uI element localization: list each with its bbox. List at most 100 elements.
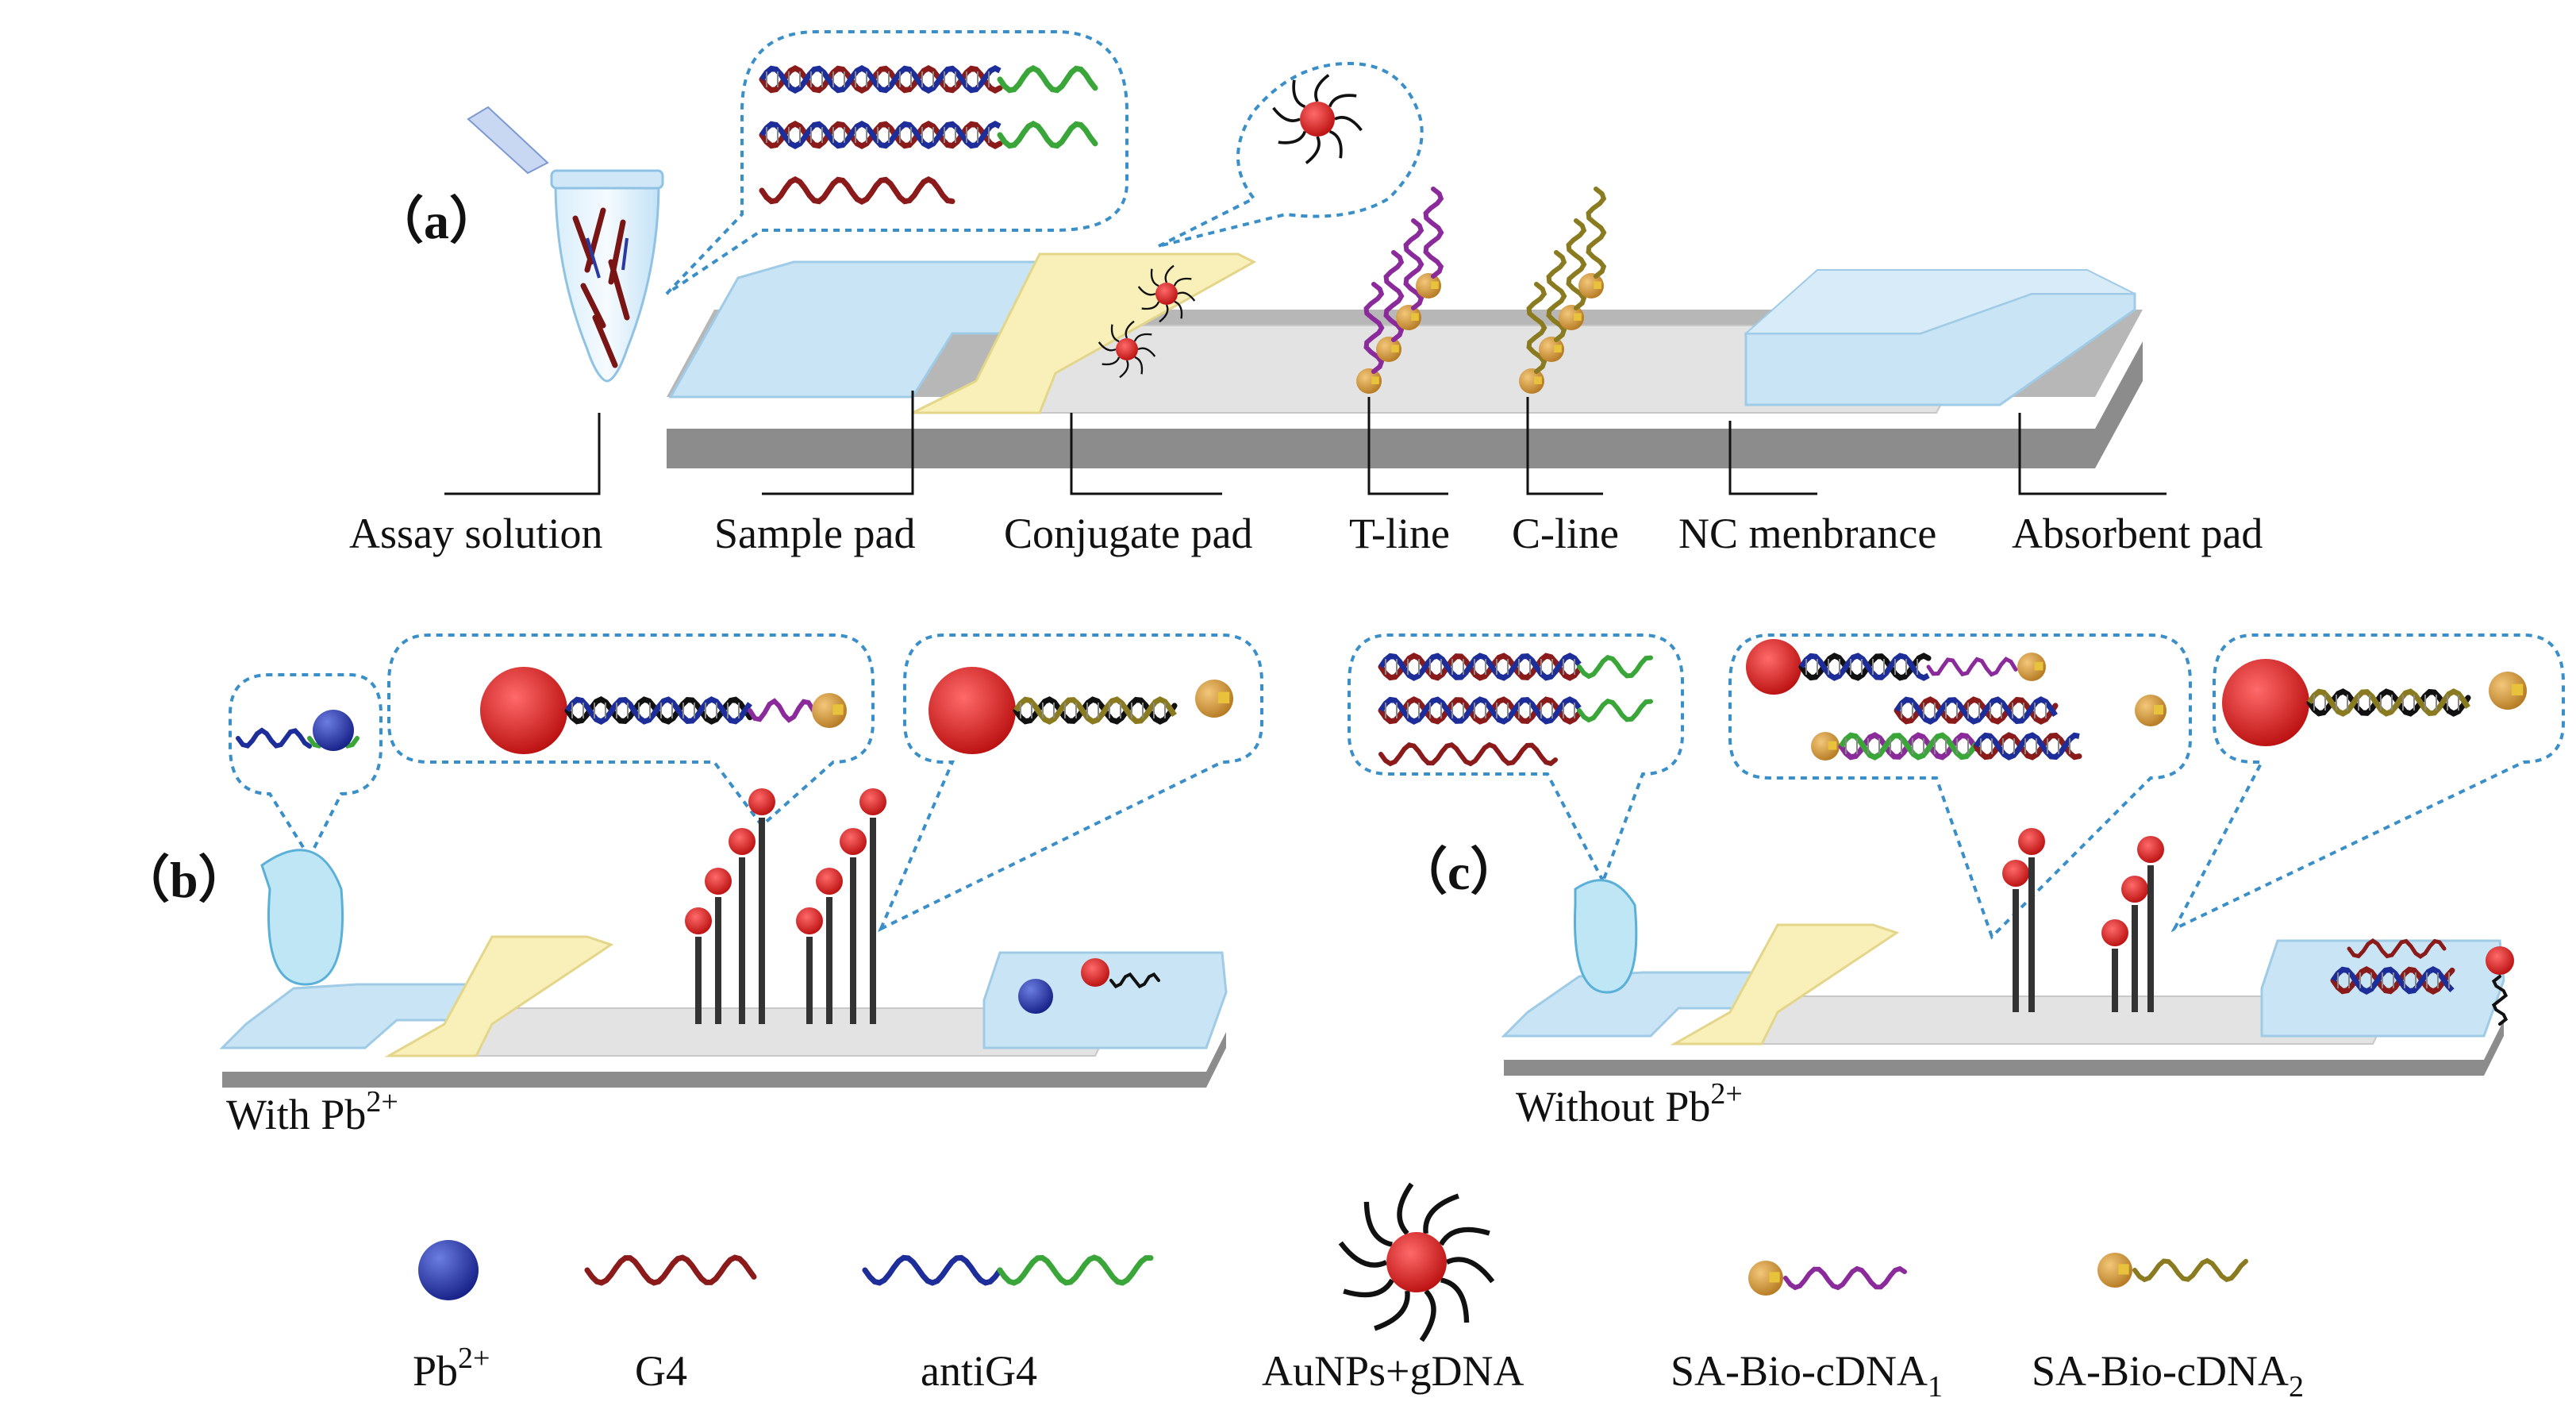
b2-purple	[748, 698, 816, 723]
callout-green-1	[997, 65, 1098, 94]
legend: Pb2+ G4 antiG4 AuNPs+gDNA SA-Bio-cDNA1 S…	[413, 1240, 2304, 1404]
conjugate-aunp-2-leg	[1110, 324, 1120, 343]
conjugate-aunp-2	[1116, 338, 1138, 360]
label-nc-membrane: NC menbrance	[1678, 510, 1936, 557]
c2-sa-3	[1811, 732, 1840, 761]
c-abs-duplex-b	[2331, 966, 2455, 995]
b-cline-aunp	[859, 788, 886, 815]
callout-c1	[1348, 633, 1684, 885]
c-droplet	[1574, 879, 1638, 994]
b-cline-aunp	[796, 907, 823, 934]
aunp-icon-leg	[1363, 1201, 1394, 1247]
t-line-sa	[1356, 368, 1382, 394]
c-line-sa-bio	[1594, 281, 1601, 289]
t-line-probe	[1403, 218, 1424, 310]
c-abs-duplex-a	[2330, 966, 2455, 995]
cdna2-sa-icon-bio	[2118, 1264, 2129, 1275]
callout-green-2	[997, 121, 1098, 149]
cdna1-sa-icon-bio	[1769, 1272, 1780, 1283]
panel-a-label: （a）	[373, 193, 500, 249]
cdna1-icon	[1783, 1265, 1907, 1291]
t-line-probe	[1423, 187, 1444, 279]
conjugate-aunp-1-leg	[1137, 286, 1156, 296]
c-abs-strand	[2491, 975, 2509, 1026]
c2-sa-3-bio	[1828, 741, 1837, 750]
callout-c2	[1728, 633, 2192, 940]
b-tline-aunp	[705, 868, 732, 895]
c1-duplex-2-a	[1378, 696, 1582, 725]
conjugate-aunp-1-leg	[1173, 277, 1192, 287]
aunp-icon-leg	[1438, 1227, 1490, 1246]
caption-without-pb: Without Pb2+	[1516, 1077, 1743, 1130]
label-conjugate-pad: Conjugate pad	[1004, 510, 1252, 557]
c1-duplex-1-b	[1378, 653, 1582, 681]
label-assay-solution: Assay solution	[349, 510, 603, 557]
callout-b3	[878, 633, 1263, 933]
c-cline-aunp	[2137, 836, 2164, 863]
c2-sa-2	[2135, 695, 2167, 726]
conjugate-aunp-1-leg	[1141, 301, 1160, 310]
antig4-icon-blue	[862, 1254, 1003, 1286]
conjugate-aunp-1-leg	[1159, 304, 1169, 323]
c-line-sa-bio	[1574, 313, 1582, 321]
aunp-icon-leg	[1445, 1257, 1495, 1284]
c-line-probe	[1546, 250, 1567, 342]
conjugate-aunp-2-leg	[1098, 341, 1117, 352]
panel-a: （a） Assay solution Sample pad Conjugate …	[349, 30, 2263, 557]
aunp-icon-leg	[1440, 1277, 1470, 1323]
c-abs-aunp	[2486, 946, 2514, 975]
conjugate-aunp-2-leg	[1119, 360, 1129, 379]
b2-sa-bio	[832, 704, 844, 715]
c2-duplex-4-b	[1974, 732, 2080, 761]
c-tline-aunp	[2002, 860, 2029, 887]
cdna2-sa-icon	[2097, 1253, 2132, 1288]
assay-tube	[467, 106, 664, 383]
b-cline-aunp	[840, 828, 867, 855]
b3-sa	[1195, 680, 1233, 718]
c-line-sa-bio	[1534, 376, 1542, 384]
label-absorbent-pad: Absorbent pad	[2012, 510, 2263, 557]
t-line-sa-bio	[1411, 313, 1419, 321]
callout-aunp-particle-leg	[1272, 106, 1301, 122]
legend-g4: G4	[635, 1347, 687, 1395]
b-tline-aunp	[685, 907, 712, 934]
b-abs-aunp	[1081, 958, 1109, 987]
b1-anti-blue	[236, 727, 312, 749]
aunp-icon-leg	[1397, 1182, 1414, 1236]
b-tline-aunp	[748, 788, 775, 815]
c-abs-g4	[2347, 938, 2447, 960]
aunp-icon-leg	[1343, 1278, 1395, 1298]
b-abs-pb	[1018, 979, 1053, 1014]
cdna2-icon	[2132, 1257, 2248, 1283]
b-droplet	[260, 849, 344, 986]
legend-pb: Pb2+	[413, 1342, 490, 1395]
b-abs-strand	[1109, 972, 1160, 989]
b3-sa-bio	[1217, 691, 1230, 703]
conjugate-aunp-2-leg	[1134, 356, 1144, 375]
panel-c-label: （c）	[1397, 844, 1521, 900]
t-line-sa-bio	[1431, 281, 1439, 289]
callout-aunp-particle-leg	[1292, 79, 1306, 109]
c2-sa-2-bio	[2154, 705, 2163, 714]
label-c-line: C-line	[1512, 510, 1619, 557]
c1-duplex-2-b	[1378, 696, 1582, 725]
c3-aunp	[2222, 659, 2309, 746]
conjugate-aunp-1-leg	[1150, 268, 1159, 287]
backing-card	[667, 341, 2143, 468]
callout-strands	[665, 30, 1128, 295]
c3-sa-bio	[2511, 684, 2524, 695]
callout-aunp-particle-leg	[1305, 136, 1321, 164]
b1-pb-g4	[313, 710, 354, 751]
pointer-lines-a	[444, 391, 2167, 495]
strip-a	[667, 252, 2143, 468]
aunp-icon-leg	[1374, 1290, 1410, 1331]
sample-pad	[668, 260, 1082, 399]
callout-aunp-particle-leg	[1328, 94, 1357, 108]
callout-aunp-particle-leg	[1314, 74, 1330, 102]
conjugate-aunp-1-leg	[1174, 300, 1183, 319]
molecular-artwork	[236, 65, 2527, 1342]
conjugate-aunp-2-leg	[1137, 347, 1156, 357]
legend-cdna2: SA-Bio-cDNA2	[2032, 1347, 2304, 1404]
c1-green-2	[1577, 698, 1653, 723]
